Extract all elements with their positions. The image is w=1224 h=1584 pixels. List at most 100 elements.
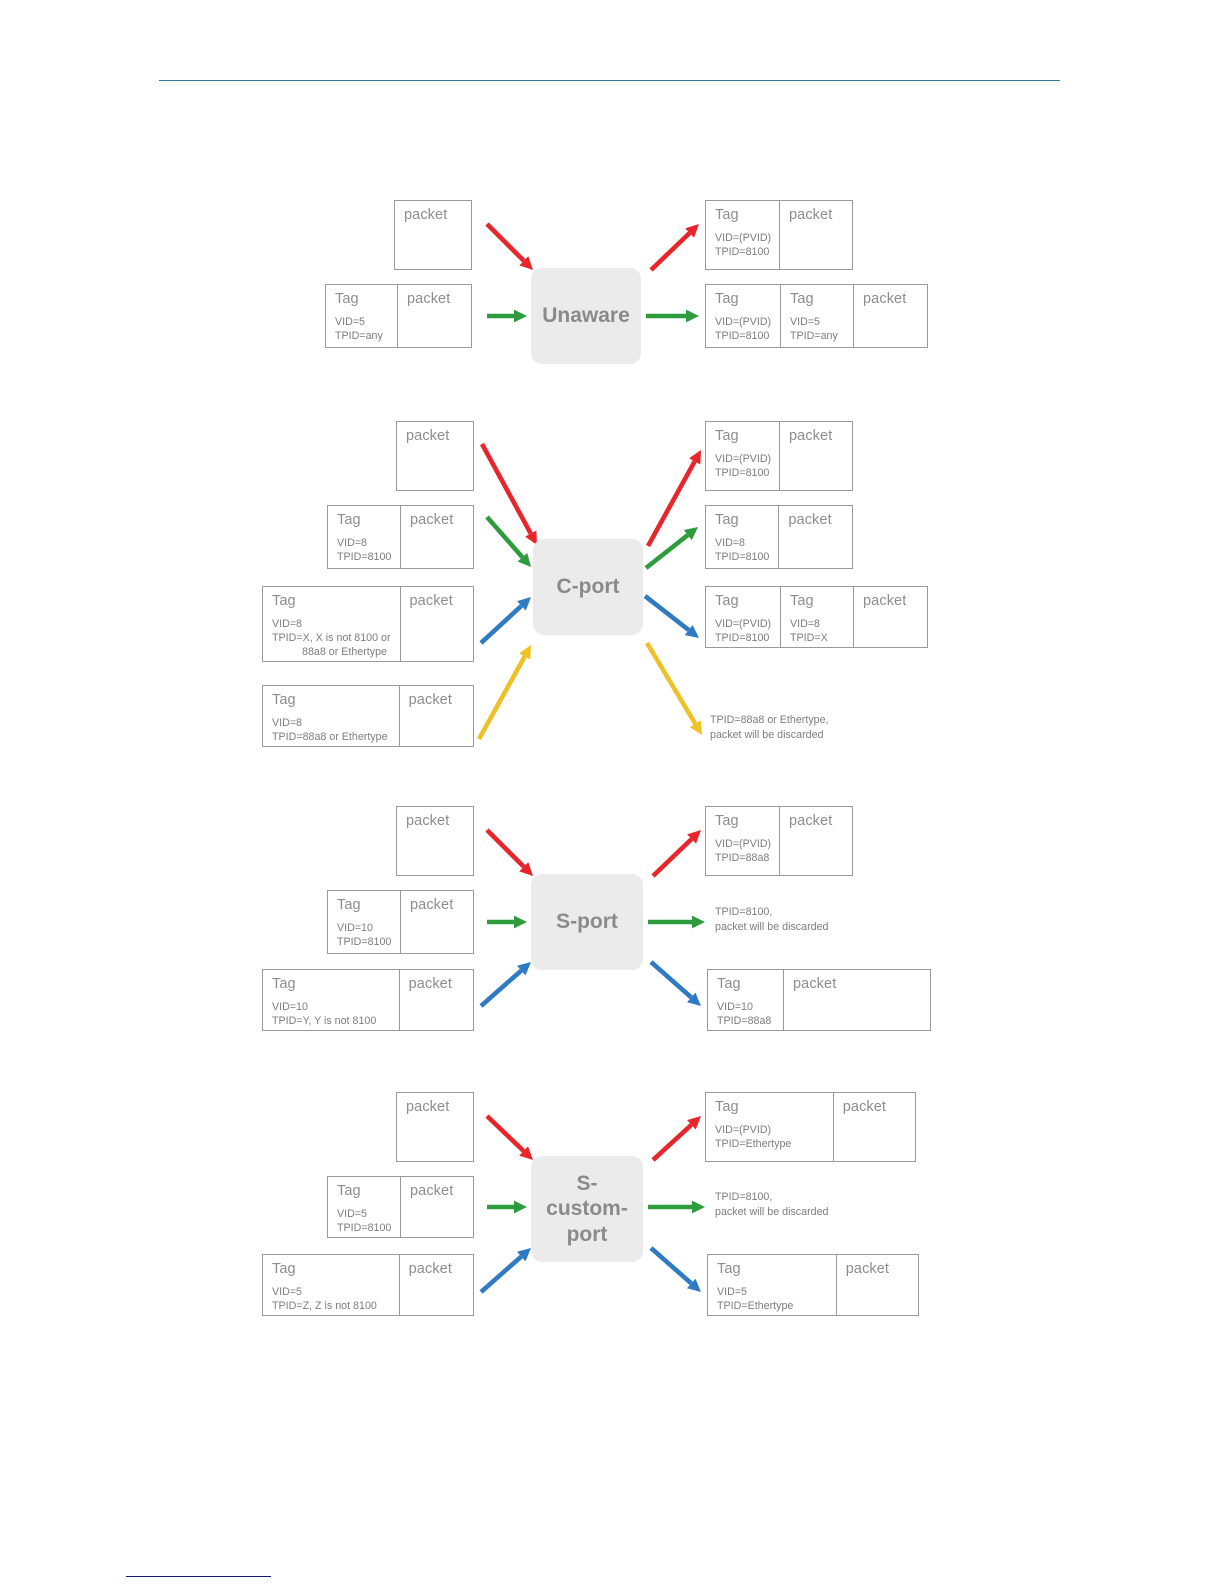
packet-cell: packet [784, 970, 858, 1030]
tag-label: Tag [335, 291, 359, 307]
flow-arrow-line-yellow [645, 641, 698, 726]
packet-cell: packet [780, 201, 852, 269]
packet-label: packet [406, 813, 450, 829]
flow-arrow-line-blue [649, 1246, 693, 1286]
flow-arrow-head-green [686, 309, 699, 323]
flow-arrow-line-blue [643, 594, 691, 632]
packet-cell: packet [401, 506, 473, 568]
packet-box-unaware-in-1: packet [394, 200, 472, 270]
flow-arrow-head-red [519, 862, 533, 876]
tag-label: Tag [717, 976, 741, 992]
tag-label: Tag [337, 1183, 361, 1199]
packet-cell: packet [397, 807, 473, 875]
flow-arrow-line-blue [649, 960, 693, 1000]
flow-arrow-head-blue [517, 962, 531, 976]
port-node-c-port: C-port [533, 539, 643, 635]
packet-cell-detail: VID=(PVID)TPID=8100 [715, 617, 772, 645]
packet-cell-detail: VID=(PVID)TPID=Ethertype [715, 1123, 792, 1151]
flow-arrow-line-green [644, 533, 690, 570]
flow-arrow-line-blue [479, 1254, 523, 1294]
packet-label: packet [408, 976, 452, 992]
flow-arrow-head-green [514, 915, 527, 929]
flow-arrow-head-blue [517, 597, 531, 611]
packet-label: packet [410, 1183, 454, 1199]
packet-cell: packet [400, 686, 473, 746]
packet-cell: packet [397, 1093, 473, 1161]
flow-arrow-line-red [485, 828, 526, 869]
packet-label: packet [410, 512, 454, 528]
packet-box-c-port-in-1: packet [396, 421, 474, 491]
packet-label: packet [404, 207, 448, 223]
flow-arrow-head-yellow [689, 720, 702, 735]
packet-label: packet [407, 291, 451, 307]
packet-cell-detail: VID=(PVID)TPID=8100 [715, 231, 772, 259]
port-node-label: S-port [556, 910, 618, 934]
packet-cell: packet [397, 422, 473, 490]
page-header-rule [159, 80, 1060, 81]
packet-label: packet [789, 207, 833, 223]
flow-arrow-line-red [485, 1114, 526, 1153]
tag-label: Tag [272, 976, 296, 992]
flow-arrow-line-green [485, 515, 525, 559]
packet-label: packet [409, 593, 453, 609]
packet-cell: packet [834, 1093, 915, 1161]
packet-cell: packet [854, 285, 927, 347]
packet-box-s-custom-port-in-1: packet [396, 1092, 474, 1162]
tag-label: Tag [715, 428, 739, 444]
flow-arrow-head-blue [684, 624, 699, 638]
flow-arrow-head-green [517, 553, 531, 567]
packet-label: packet [406, 428, 450, 444]
tag-label: Tag [715, 207, 739, 223]
flow-arrow-head-red [687, 830, 701, 844]
flow-arrow-head-green [683, 527, 698, 541]
tag-label: Tag [337, 897, 361, 913]
port-node-label: Unaware [542, 304, 630, 328]
flow-arrow-line-red [651, 1123, 693, 1162]
packet-cell: packet [400, 1255, 473, 1315]
tag-label: Tag [715, 813, 739, 829]
flow-arrow-head-blue [687, 1278, 701, 1292]
packet-label: packet [408, 1261, 452, 1277]
flow-arrow-line-red [645, 460, 697, 548]
packet-cell: packet [780, 422, 852, 490]
flow-arrow-head-green [514, 1200, 527, 1214]
flow-arrow-line-red [485, 222, 526, 263]
footnote-separator-rule [126, 1576, 271, 1577]
tag-label: Tag [717, 1261, 741, 1277]
packet-label: packet [406, 1099, 450, 1115]
port-node-s-port: S-port [531, 874, 643, 970]
packet-cell: packet [837, 1255, 918, 1315]
packet-label: packet [793, 976, 837, 992]
flow-arrow-head-blue [517, 1248, 531, 1262]
port-node-label: C-port [556, 575, 620, 599]
